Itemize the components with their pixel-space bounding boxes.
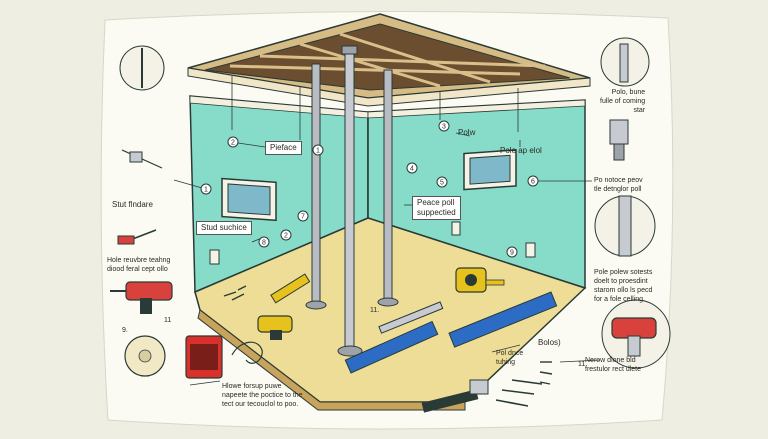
callout-marker — [527, 175, 539, 187]
label-stud-suchice: Stud suchice — [196, 221, 252, 235]
drill-bit-icon — [117, 229, 157, 245]
floor-edge — [197, 309, 466, 411]
callout-marker — [258, 236, 270, 248]
label-pol-dnce: Pol dnce tuhing — [496, 350, 524, 366]
hanging-wires — [231, 76, 519, 140]
level-icon — [448, 291, 558, 348]
label-stut-flndare: Stut flndare — [112, 200, 153, 209]
callout-marker — [436, 176, 448, 188]
pole-icon — [305, 63, 327, 310]
callout-number: 2 — [284, 233, 288, 240]
label-eleven-c: 11. — [578, 361, 588, 368]
outlet-icon — [209, 249, 220, 265]
clamp-icon — [119, 45, 165, 91]
label-polo-bune: Polo, bune fulle of coming star — [600, 89, 646, 114]
callout-marker — [227, 136, 239, 148]
ceiling-beams — [229, 32, 546, 88]
pole-top-icon — [600, 37, 650, 87]
drill-icon — [257, 315, 293, 340]
pole-sleeve-icon — [594, 195, 656, 257]
callout-number: 6 — [531, 179, 535, 186]
callout-marker — [280, 229, 292, 241]
callout-marker — [406, 162, 418, 174]
callout-number: 8 — [262, 240, 266, 247]
label-hole-reuvbre: Hole reuvbre teahng diood feral cept oll… — [107, 257, 171, 273]
label-bolos: Bolos) — [538, 338, 561, 347]
pole-icon — [377, 69, 399, 307]
level-icon — [270, 273, 311, 304]
pipe-icon — [378, 301, 444, 334]
callout-number: 7 — [301, 214, 305, 221]
callout-marker — [506, 246, 518, 258]
label-pieface: Pieface — [265, 141, 302, 155]
label-eleven: 11 — [164, 317, 172, 324]
label-pole-polew: Pole polew sotests doelt to proesdint st… — [594, 269, 653, 303]
tape-measure-icon — [124, 335, 166, 377]
label-nine: 9. — [122, 327, 128, 334]
pole-icon — [337, 45, 363, 357]
callout-marker — [200, 183, 212, 195]
window-icon — [221, 177, 277, 222]
wire-coil-icon — [231, 341, 263, 364]
label-eleven-b: 11. — [370, 307, 380, 314]
outlet-icon — [525, 242, 536, 258]
callout-number: 1 — [316, 148, 320, 155]
label-peace-poll: Peace poll suppectied — [412, 196, 461, 220]
callout-number: 5 — [440, 180, 444, 187]
toolbox-icon — [185, 335, 223, 379]
label-hlowe: Hlowe forsup puwe napeete the poctice to… — [222, 383, 303, 408]
hammer-icon — [421, 379, 489, 413]
leader-lines — [173, 132, 601, 386]
callout-number: 3 — [442, 124, 446, 131]
window-icon — [463, 149, 517, 191]
level-icon — [344, 320, 439, 374]
callout-number: 2 — [231, 140, 235, 147]
right-wall-trim — [367, 99, 586, 119]
callout-numbers: 1 2 3 4 5 6 7 8 9 2 1 — [204, 124, 535, 257]
outlet-icon — [451, 221, 461, 236]
callout-marker — [297, 210, 309, 222]
pole-fitting-icon — [609, 119, 629, 161]
callout-number: 1 — [204, 187, 208, 194]
callout-number: 9 — [510, 250, 514, 257]
callout-markers — [200, 120, 539, 258]
label-notoce: Po notoce peov tle detnglor poll — [594, 177, 643, 193]
drill-icon — [110, 281, 173, 314]
tape-measure-icon — [455, 267, 505, 293]
label-pole-ap-elol: Pole ap elol — [500, 146, 542, 155]
label-nerow-dlone: Nerow dlone bld frestulor rect dlete — [585, 357, 642, 373]
label-polw: Polw — [458, 128, 476, 137]
screws — [223, 285, 247, 301]
callout-marker — [312, 144, 324, 156]
callout-number: 4 — [410, 166, 414, 173]
bolt-icon — [495, 379, 543, 407]
screws — [539, 361, 553, 385]
callout-marker — [438, 120, 450, 132]
heat-gun-icon — [601, 299, 671, 369]
clamp-icon — [121, 149, 163, 169]
